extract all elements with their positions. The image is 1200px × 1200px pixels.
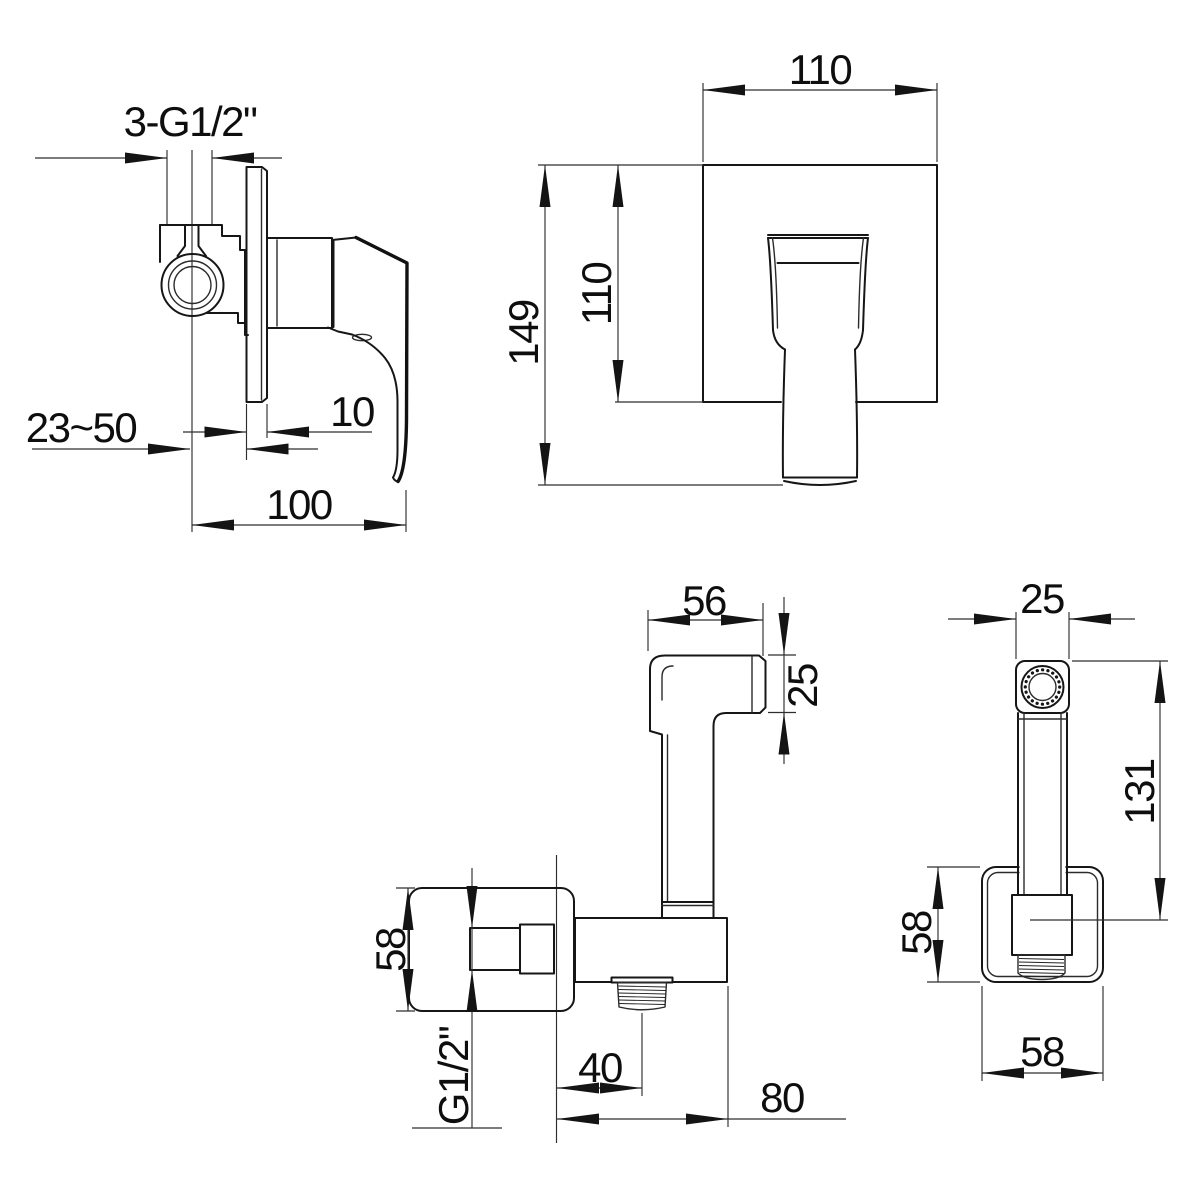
dim-body-length: 131 xyxy=(1116,759,1163,825)
lever-handle-front xyxy=(767,234,869,486)
dim-plate-height: 110 xyxy=(573,263,620,326)
dim-head-width: 25 xyxy=(1020,575,1064,622)
dim-head-length: 56 xyxy=(682,577,726,624)
cartridge-housing xyxy=(266,237,333,329)
view-sprayer-side: 56 25 58 G1/2" 40 80 xyxy=(367,577,846,1143)
nozzle-dots xyxy=(1023,668,1062,706)
dim-plate-width: 110 xyxy=(789,46,852,93)
dim-hose-offset: 40 xyxy=(578,1044,622,1091)
dim-projection: 80 xyxy=(760,1074,804,1121)
dim-plate-thickness: 10 xyxy=(330,388,374,435)
sprayer-front-dimension-lines xyxy=(927,612,1168,1081)
view-sprayer-front: 25 131 58 58 xyxy=(893,575,1168,1081)
view-mixer-side: 3-G1/2" 23~50 10 100 xyxy=(26,98,409,532)
dim-body-length: 100 xyxy=(266,481,332,528)
mixer-side-dimension-lines xyxy=(32,157,406,526)
hose-connector-side xyxy=(610,976,674,1011)
view-mixer-front: 110 149 110 xyxy=(500,46,938,486)
mixer-side-extension-lines xyxy=(166,150,407,532)
dim-flange-height: 58 xyxy=(893,911,940,955)
sprayer-head-front xyxy=(1015,660,1070,714)
dim-flange-width: 58 xyxy=(1020,1028,1064,1075)
wall-plate-side xyxy=(245,166,268,403)
lever-handle-side xyxy=(327,235,409,484)
wall-flange-side xyxy=(408,887,575,1012)
dim-inlet-thread: G1/2" xyxy=(430,1026,477,1125)
dim-head-height: 25 xyxy=(779,664,826,708)
dim-flange-size: 58 xyxy=(367,928,414,972)
sprayer-grip-front xyxy=(1017,712,1068,896)
dim-overall-height: 149 xyxy=(500,300,547,366)
overlap-mask xyxy=(1019,860,1066,894)
sprayer-front-arrows xyxy=(932,613,1166,1079)
dim-ports-thread: 3-G1/2" xyxy=(124,98,257,145)
holder-block-side xyxy=(574,917,728,983)
sprayer-head-side xyxy=(649,654,767,919)
dim-wall-depth-range: 23~50 xyxy=(26,404,137,451)
valve-body xyxy=(159,224,249,336)
face-plate-front xyxy=(702,164,938,403)
hose-union-front xyxy=(1011,894,1073,981)
